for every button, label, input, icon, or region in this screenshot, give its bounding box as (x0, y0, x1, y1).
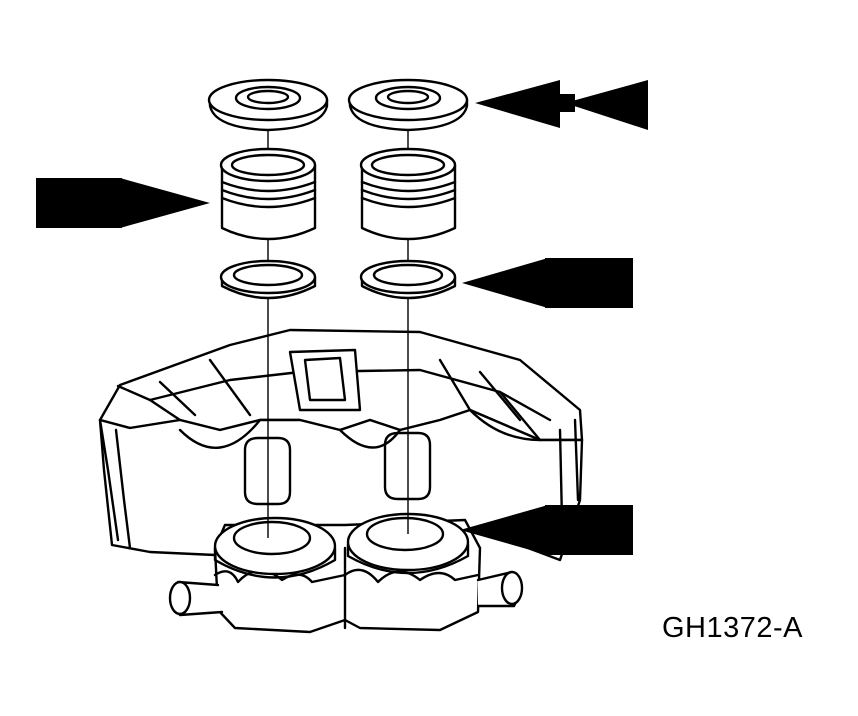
double-arrow-icon (462, 258, 633, 308)
caliper-bore-right (346, 512, 470, 575)
piston-seal-left (219, 259, 317, 300)
double-arrow-icon (460, 505, 633, 555)
figure-code: GH1372-A (662, 612, 804, 644)
piston-seal-right (359, 259, 457, 300)
dust-boot-right (347, 78, 469, 132)
piston-left (219, 147, 317, 241)
caliper-bore-left (213, 516, 337, 579)
double-arrow-icon (475, 80, 648, 130)
alignment-lines (267, 125, 409, 538)
double-arrow-icon (36, 178, 210, 228)
dust-boot-left (207, 78, 329, 132)
piston-right (359, 147, 457, 241)
